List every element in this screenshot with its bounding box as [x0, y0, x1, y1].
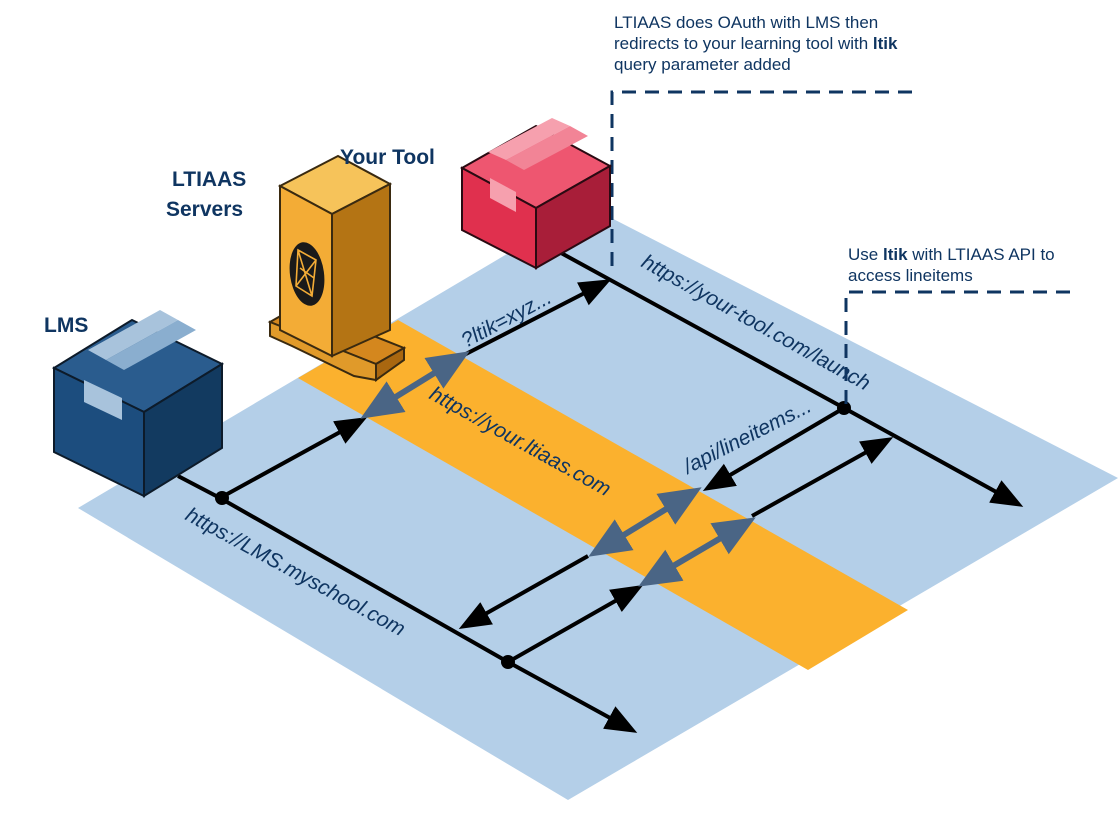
lms-line	[177, 474, 638, 733]
ltiaas-title-line2: Servers	[166, 198, 243, 221]
ltiaas-title-line1: LTIAAS	[172, 168, 246, 191]
lms-title: LMS	[44, 314, 88, 337]
arrow-tool-to-api	[702, 406, 846, 492]
lms-box-icon	[51, 310, 225, 498]
double-arrow-right	[638, 517, 756, 587]
oauth-callout: LTIAAS does OAuth with LMS then redirect…	[614, 12, 944, 75]
arrow-ltiaas-to-tool	[461, 279, 612, 358]
callout-leader-oauth	[610, 90, 912, 266]
junction-tool	[837, 401, 851, 415]
ltiaas-server-icon	[267, 154, 407, 382]
api-callout-text-pre: Use	[848, 245, 879, 264]
your-tool-box-icon	[459, 118, 613, 270]
double-arrow-left	[360, 351, 470, 419]
api-callout-text-post: with LTIAAS API to access lineitems	[848, 245, 1055, 285]
oauth-callout-bold: ltik	[872, 34, 898, 53]
arrow-lms-to-ltiaas-return	[507, 585, 644, 664]
arrow-ltiaas-to-tool-response	[751, 437, 894, 518]
junction-lms-bottom	[501, 655, 515, 669]
arrow-lms-to-ltiaas	[219, 417, 368, 500]
your-tool-title: Your Tool	[340, 146, 435, 169]
oauth-callout-text-pre: LTIAAS does OAuth with LMS then redirect…	[614, 13, 879, 53]
api-callout: Use ltik with LTIAAS API to access linei…	[848, 244, 1088, 286]
api-callout-bold: ltik	[882, 245, 908, 264]
junction-lms-top	[215, 491, 229, 505]
callout-leader-api	[844, 290, 1076, 404]
arrow-ltiaas-to-lms	[458, 554, 589, 629]
oauth-callout-text-post: query parameter added	[614, 55, 791, 74]
